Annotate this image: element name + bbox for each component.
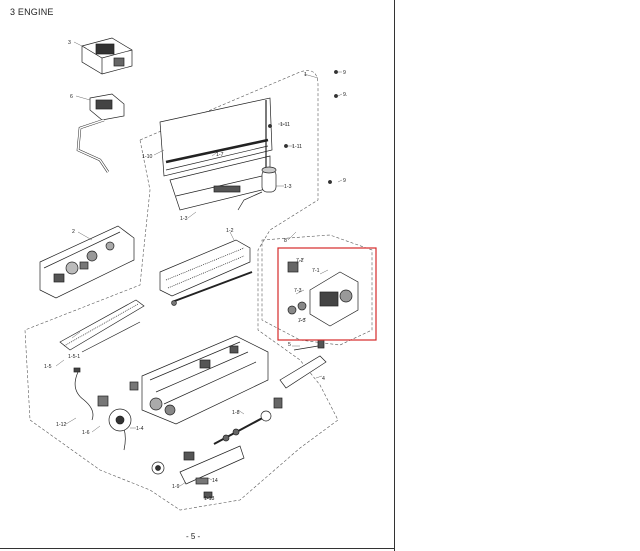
page-edge bbox=[394, 0, 395, 551]
callout-14: 14 bbox=[212, 478, 218, 484]
exploded-engine-diagram: 3 6 2 1 9 9. 9 1-11 1-11 1-10 1-7 1-3 1-… bbox=[24, 37, 377, 511]
callout-1-12: 1-12 bbox=[56, 422, 66, 428]
callout-1-5: 1-5 bbox=[44, 364, 52, 370]
page-bottom-edge bbox=[0, 548, 395, 549]
pickup-shaft bbox=[213, 397, 283, 445]
page-number: - 5 - bbox=[186, 532, 201, 541]
callout-1-6: 1-6 bbox=[82, 430, 90, 436]
callout-1: 1 bbox=[304, 72, 307, 78]
callout-1-9: 1-9 bbox=[172, 484, 180, 490]
main-chassis bbox=[141, 335, 269, 425]
sensor-ribbon-assembly bbox=[76, 93, 125, 173]
solenoid-roller bbox=[237, 166, 277, 211]
paper-guide bbox=[59, 299, 145, 353]
callout-1-4: 1-4 bbox=[136, 426, 144, 432]
manual-page: 3 ENGINE bbox=[10, 7, 377, 541]
callout-9-mid: 9 bbox=[343, 178, 346, 184]
assembly-7-parts bbox=[287, 261, 359, 327]
callout-9-upper: 9. bbox=[343, 92, 347, 98]
callout-5: 5 bbox=[288, 342, 291, 348]
callout-7-2: 7-2 bbox=[296, 258, 304, 264]
callout-1-2: 1-2 bbox=[226, 228, 234, 234]
callout-1-11-bottom: 1-11 bbox=[292, 144, 302, 150]
callout-4: 4 bbox=[322, 376, 325, 382]
callout-labels: 3 6 2 1 9 9. 9 1-11 1-11 1-10 1-7 1-3 1-… bbox=[44, 40, 347, 502]
callout-7-1: 7-1 bbox=[312, 268, 320, 274]
transfer-roller-frame bbox=[159, 239, 253, 306]
callout-7-3-lower: 7-3 bbox=[298, 318, 306, 324]
callout-1-7: 1-7 bbox=[216, 152, 224, 158]
screws bbox=[268, 70, 338, 184]
callout-1-8: 1-8 bbox=[232, 410, 240, 416]
section-title: 3 ENGINE bbox=[10, 7, 54, 17]
callout-6: 6 bbox=[70, 94, 73, 100]
callout-9-top: 9 bbox=[343, 70, 346, 76]
callout-1-5-1: 1-5-1 bbox=[68, 354, 80, 360]
callout-1-13: 1-13 bbox=[204, 496, 214, 502]
callout-1-11-top: 1-11 bbox=[280, 122, 290, 128]
leader-lines bbox=[55, 41, 343, 499]
callout-3: 3 bbox=[68, 40, 71, 46]
lever-bracket bbox=[279, 339, 327, 389]
assembly-boundaries bbox=[24, 70, 373, 511]
top-cover-plate bbox=[159, 97, 273, 211]
drive-gear bbox=[97, 381, 139, 432]
callout-1-10: 1-10 bbox=[142, 154, 152, 160]
laser-scanner-unit bbox=[81, 37, 133, 75]
callout-1-3-left: 1-3 bbox=[180, 216, 188, 222]
drive-frame-assembly bbox=[39, 225, 135, 299]
callout-8: 8 bbox=[284, 238, 287, 244]
callout-2: 2 bbox=[72, 229, 75, 235]
feed-roller-parts bbox=[151, 445, 245, 499]
callout-7-3-upper: 7-3 bbox=[294, 288, 302, 294]
highlight-box bbox=[277, 247, 377, 341]
callout-1-3-right: 1-3 bbox=[284, 184, 292, 190]
